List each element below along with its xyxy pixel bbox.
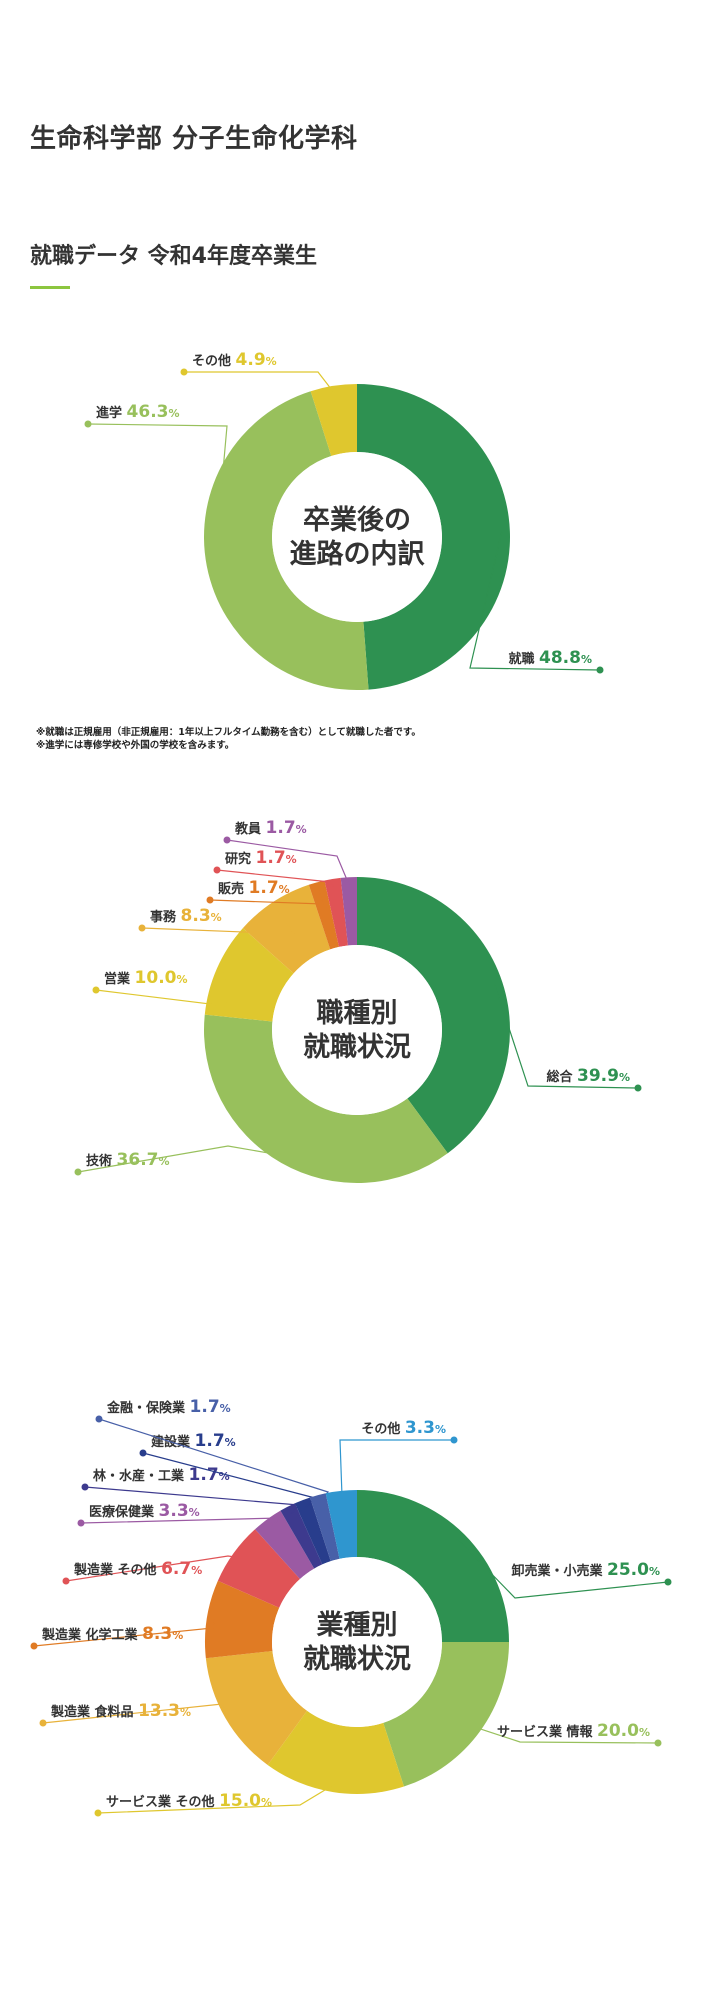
leader-dot-卸売業-小売業 <box>664 1578 672 1586</box>
leader-line-事務 <box>141 908 296 935</box>
slice-label-技術: 技術 36.7% <box>86 1150 170 1170</box>
leader-line-製造業-化学工業 <box>33 1619 216 1647</box>
leader-line-金融-保険業 <box>98 1418 329 1504</box>
page-title: 生命科学部 分子生命化学科 <box>30 124 358 154</box>
donut-slice-製造業-その他 <box>217 1529 300 1608</box>
leader-dot-建設業 <box>139 1449 147 1457</box>
donut-slice-就職 <box>357 384 511 690</box>
donut-slice-製造業-化学工業 <box>205 1580 280 1659</box>
chart-center-label-line-1: 職種別 <box>317 998 398 1029</box>
section-title: 就職データ 令和4年度卒業生 <box>30 244 317 269</box>
donut-slice-卸売業-小売業 <box>357 1490 509 1642</box>
leader-line-技術 <box>77 1145 286 1173</box>
leader-dot-金融-保険業 <box>95 1415 103 1423</box>
donut-slice-研究 <box>324 877 348 947</box>
chart-center-label-line-2: 進路の内訳 <box>290 538 426 570</box>
slice-label-研究: 研究 1.7% <box>225 848 297 868</box>
leader-dot-教員 <box>223 836 231 844</box>
slice-label-林-水産-工業: 林・水産・工業 1.7% <box>93 1465 230 1485</box>
leader-dot-サービス業-情報 <box>654 1739 662 1747</box>
leader-dot-総合 <box>634 1084 642 1092</box>
leader-dot-製造業-食料品 <box>39 1719 47 1727</box>
slice-label-就職: 就職 48.8% <box>508 648 592 668</box>
industry-donut-chart: 卸売業・小売業 25.0% サービス業 情報 20.0% サービス業 その他 15.… <box>30 1397 672 1817</box>
leader-line-卸売業-小売業 <box>458 1539 669 1599</box>
chart-center-label-line-2: 就職状況 <box>303 1644 411 1675</box>
slice-label-製造業-食料品: 製造業 食料品 13.3% <box>50 1701 191 1721</box>
leader-dot-就職 <box>596 666 604 674</box>
slice-label-卸売業-小売業: 卸売業・小売業 25.0% <box>511 1560 660 1580</box>
slice-label-サービス業-その他: サービス業 その他 15.0% <box>106 1791 272 1811</box>
slice-label-金融-保険業: 金融・保険業 1.7% <box>106 1397 231 1417</box>
leader-dot-サービス業-その他 <box>94 1809 102 1817</box>
donut-slice-その他 <box>310 384 357 456</box>
slice-label-事務: 事務 8.3% <box>150 906 222 926</box>
donut-hole <box>272 1557 442 1727</box>
title-underline <box>30 286 70 289</box>
donut-slice-進学 <box>203 391 369 690</box>
slice-label-営業: 営業 10.0% <box>104 968 188 988</box>
leader-line-営業 <box>95 971 227 1007</box>
leader-line-医療保健業 <box>80 1517 282 1527</box>
donut-slice-その他 <box>325 1490 357 1559</box>
leader-line-製造業-その他 <box>65 1555 241 1582</box>
leader-dot-医療保健業 <box>77 1519 85 1527</box>
leader-dot-製造業-その他 <box>62 1577 70 1585</box>
donut-slice-総合 <box>357 877 510 1154</box>
employment-note: ※就職は正規雇用（非正規雇用：1年以上フルタイム勤務を含む）として就職した者です… <box>36 727 421 738</box>
leader-line-総合 <box>494 984 639 1089</box>
donut-slice-金融-保険業 <box>310 1493 340 1562</box>
donut-slice-サービス業-情報 <box>383 1642 509 1787</box>
donut-slice-販売 <box>308 880 339 950</box>
leader-dot-その他 <box>450 1436 458 1444</box>
slice-label-教員: 教員 1.7% <box>234 818 307 838</box>
leader-line-その他 <box>184 371 336 395</box>
leader-dot-製造業-化学工業 <box>30 1642 38 1650</box>
leader-dot-事務 <box>138 924 146 932</box>
donut-slice-建設業 <box>294 1497 331 1565</box>
slice-label-建設業: 建設業 1.7% <box>151 1431 236 1451</box>
leader-dot-進学 <box>84 420 92 428</box>
donut-slice-林-水産-工業 <box>280 1503 323 1569</box>
leader-dot-研究 <box>213 866 221 874</box>
leader-dot-その他 <box>180 368 188 376</box>
slice-label-総合: 総合 39.9% <box>546 1066 630 1086</box>
donut-slice-営業 <box>204 928 294 1022</box>
donut-hole <box>272 452 442 622</box>
donut-slice-教員 <box>340 877 357 946</box>
leader-dot-技術 <box>74 1168 82 1176</box>
slice-label-製造業-その他: 製造業 その他 6.7% <box>73 1559 202 1579</box>
slice-label-製造業-化学工業: 製造業 化学工業 8.3% <box>41 1624 183 1644</box>
chart-center-label-line-2: 就職状況 <box>303 1032 411 1063</box>
leader-line-サービス業-その他 <box>97 1783 335 1814</box>
leader-line-就職 <box>469 531 601 671</box>
leader-dot-営業 <box>92 986 100 994</box>
donut-slice-医療保健業 <box>255 1510 315 1579</box>
leader-line-サービス業-情報 <box>473 1726 659 1744</box>
leader-line-教員 <box>226 839 350 886</box>
slice-label-その他: その他 4.9% <box>192 350 277 370</box>
donut-slice-事務 <box>242 884 331 974</box>
donut-slice-技術 <box>204 1014 448 1183</box>
slice-label-医療保健業: 医療保健業 3.3% <box>89 1501 200 1521</box>
donut-hole <box>272 945 442 1115</box>
leader-line-製造業-食料品 <box>42 1703 233 1724</box>
slice-label-その他: その他 3.3% <box>361 1418 446 1438</box>
leader-line-進学 <box>87 423 228 565</box>
leader-dot-林-水産-工業 <box>81 1483 89 1491</box>
job-type-donut-chart: 総合 39.9% 技術 36.7% 営業 10.0% 事務 8.3% 販売 1.7% 研究… <box>74 818 642 1183</box>
chart-center-label-line-1: 卒業後の <box>303 504 411 536</box>
further-study-note: ※進学には専修学校や外国の学校を含みます。 <box>36 740 235 751</box>
slice-label-進学: 進学 46.3% <box>96 402 180 422</box>
donut-slice-製造業-食料品 <box>205 1651 308 1765</box>
slice-label-サービス業-情報: サービス業 情報 20.0% <box>497 1721 650 1741</box>
slice-label-販売: 販売 1.7% <box>218 878 290 898</box>
leader-dot-販売 <box>206 896 214 904</box>
leader-line-研究 <box>216 869 335 888</box>
chart-center-label-line-1: 業種別 <box>317 1610 398 1641</box>
leader-line-その他 <box>339 1439 454 1499</box>
donut-slice-サービス業-その他 <box>267 1710 404 1794</box>
leader-line-販売 <box>209 889 324 905</box>
